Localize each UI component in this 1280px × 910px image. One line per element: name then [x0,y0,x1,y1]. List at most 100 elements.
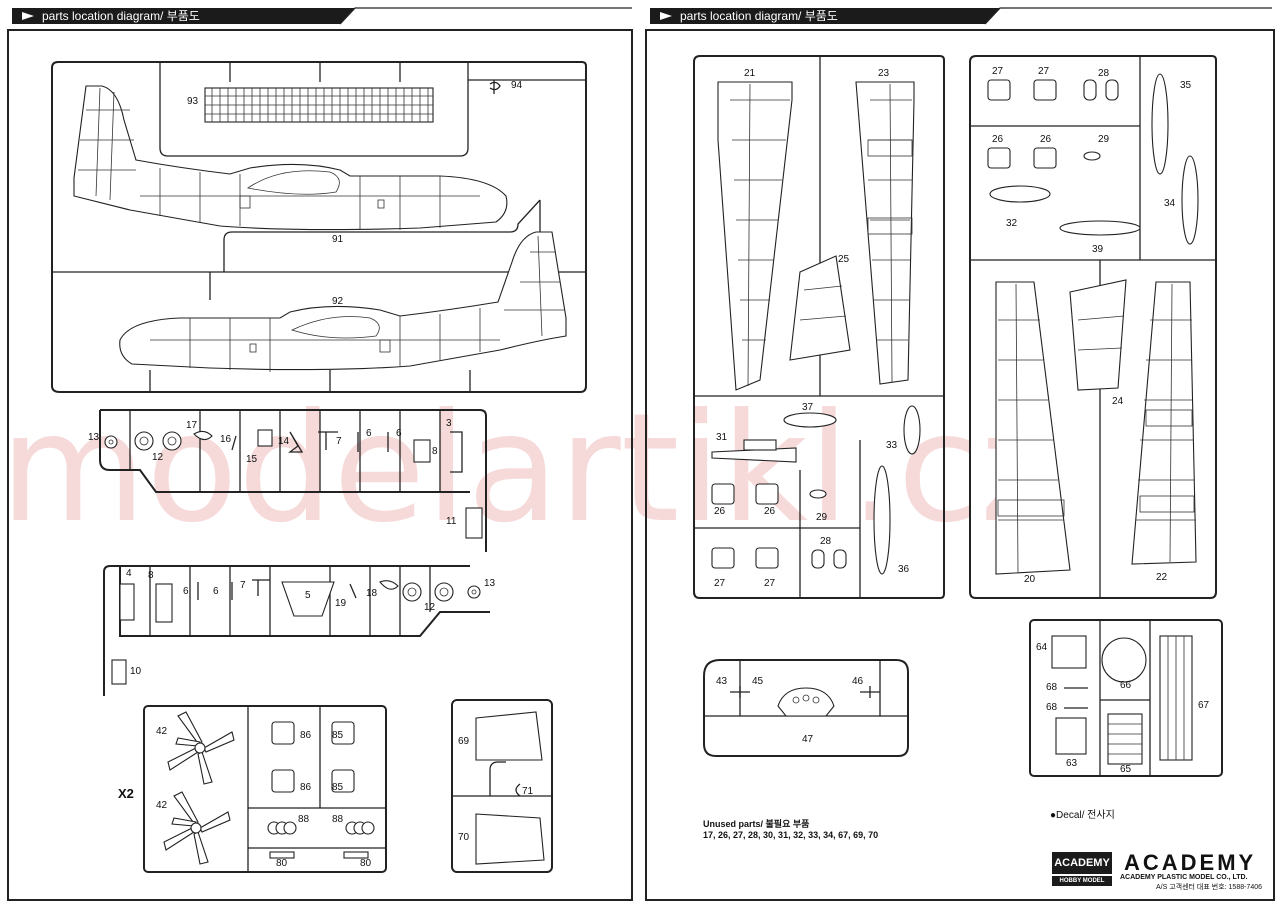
label-66: 66 [1120,680,1132,691]
sprue-cockpit: 64 66 68 68 67 63 65 [1029,619,1223,777]
label-6b: 6 [396,428,402,439]
label-13a: 13 [88,432,100,443]
label-27c: 27 [992,66,1004,77]
label-15: 15 [246,454,258,465]
label-63: 63 [1066,758,1078,769]
label-20: 20 [1024,574,1036,585]
label-12a: 12 [152,452,164,463]
label-7a: 7 [336,436,342,447]
label-19: 19 [335,598,347,609]
label-68a: 68 [1046,682,1058,693]
sprue-wings-left: 21 23 25 37 31 33 26 26 29 28 36 27 27 [693,55,945,599]
sprue-small-b: 4 8 6 6 7 5 19 18 12 13 10 [103,565,496,696]
label-11: 11 [446,516,457,527]
label-5: 5 [305,590,311,601]
label-88a: 88 [298,814,310,825]
label-69: 69 [458,736,470,747]
label-10: 10 [130,666,142,677]
label-34: 34 [1164,198,1176,209]
label-94: 94 [511,80,523,91]
sprue-canopy: 43 45 46 47 [703,659,909,757]
left-header-bar [12,8,355,24]
academy-logo-big: ACADEMY [1124,850,1257,875]
label-29a: 29 [816,512,828,523]
sprue-wings-right: 27 27 28 35 26 26 29 34 32 39 24 20 22 [969,55,1217,599]
label-68b: 68 [1046,702,1058,713]
academy-logo-small-text: ACADEMY [1054,857,1110,869]
left-page-frame [7,29,633,901]
label-70: 70 [458,832,470,843]
label-85b: 85 [332,782,344,793]
label-12b: 12 [424,602,436,613]
right-header-arrow-icon [660,12,672,20]
label-6a: 6 [366,428,372,439]
label-32: 32 [1006,218,1018,229]
hobby-model-kits-badge: HOBBY MODEL KITS [1052,876,1112,894]
label-26b: 26 [764,506,776,517]
sprue-fuselage: 93 94 91 92 [51,61,587,393]
academy-logo-small: ACADEMY [1052,852,1112,874]
label-21: 21 [744,68,756,79]
right-header-bar [650,8,1000,24]
propeller-42b [163,791,231,865]
propeller-42a [167,711,235,785]
label-6d: 6 [213,586,219,597]
label-64: 64 [1036,642,1048,653]
label-3: 3 [446,418,452,429]
label-27d: 27 [1038,66,1050,77]
label-93: 93 [187,96,199,107]
label-14: 14 [278,436,290,447]
label-7b: 7 [240,580,246,591]
right-page-frame [645,29,1275,901]
label-17: 17 [186,420,198,431]
label-28b: 28 [1098,68,1110,79]
label-27a: 27 [714,578,726,589]
label-29b: 29 [1098,134,1110,145]
label-28a: 28 [820,536,832,547]
label-85a: 85 [332,730,344,741]
label-47: 47 [802,734,814,745]
sprue-small-a: 13 12 17 16 15 14 7 6 6 8 3 11 [88,409,487,552]
company-name: ACADEMY PLASTIC MODEL CO., LTD. [1120,874,1248,881]
left-page: parts location diagram/ 부품도 [7,7,633,901]
label-36: 36 [898,564,910,575]
label-24: 24 [1112,396,1124,407]
multiplier-x2: X2 [118,786,134,801]
label-35: 35 [1180,80,1192,91]
label-22: 22 [1156,572,1168,583]
label-37: 37 [802,402,814,413]
label-39: 39 [1092,244,1104,255]
label-26a: 26 [714,506,726,517]
label-33: 33 [886,440,898,451]
label-26d: 26 [1040,134,1052,145]
label-26c: 26 [992,134,1004,145]
label-65: 65 [1120,764,1132,775]
label-46: 46 [852,676,864,687]
sprue-propellers: 42 42 86 85 86 85 88 88 80 80 X2 [118,705,387,873]
label-18: 18 [366,588,378,599]
label-71: 71 [522,786,534,797]
label-86b: 86 [300,782,312,793]
label-6c: 6 [183,586,189,597]
label-4: 4 [126,568,132,579]
label-43: 43 [716,676,728,687]
right-header-title: parts location diagram/ 부품도 [680,9,838,23]
label-67: 67 [1198,700,1210,711]
right-page: parts location diagram/ 부품도 [645,7,1275,901]
unused-parts-list: 17, 26, 27, 28, 30, 31, 32, 33, 34, 67, … [703,830,879,840]
label-27b: 27 [764,578,776,589]
sprue-nacelles: 69 71 70 [451,699,553,873]
left-header-arrow-icon [22,12,34,20]
left-header-title: parts location diagram/ 부품도 [42,9,200,23]
label-31: 31 [716,432,728,443]
service-number: A/S 고객센터 대표 번호: 1588-7406 [1156,884,1263,891]
label-8b: 8 [148,570,154,581]
decal-label: ●Decal/ 전사지 [1050,810,1115,821]
label-42b: 42 [156,800,168,811]
label-92: 92 [332,296,344,307]
label-45: 45 [752,676,764,687]
label-80b: 80 [360,858,372,869]
label-91: 91 [332,234,344,245]
label-86a: 86 [300,730,312,741]
